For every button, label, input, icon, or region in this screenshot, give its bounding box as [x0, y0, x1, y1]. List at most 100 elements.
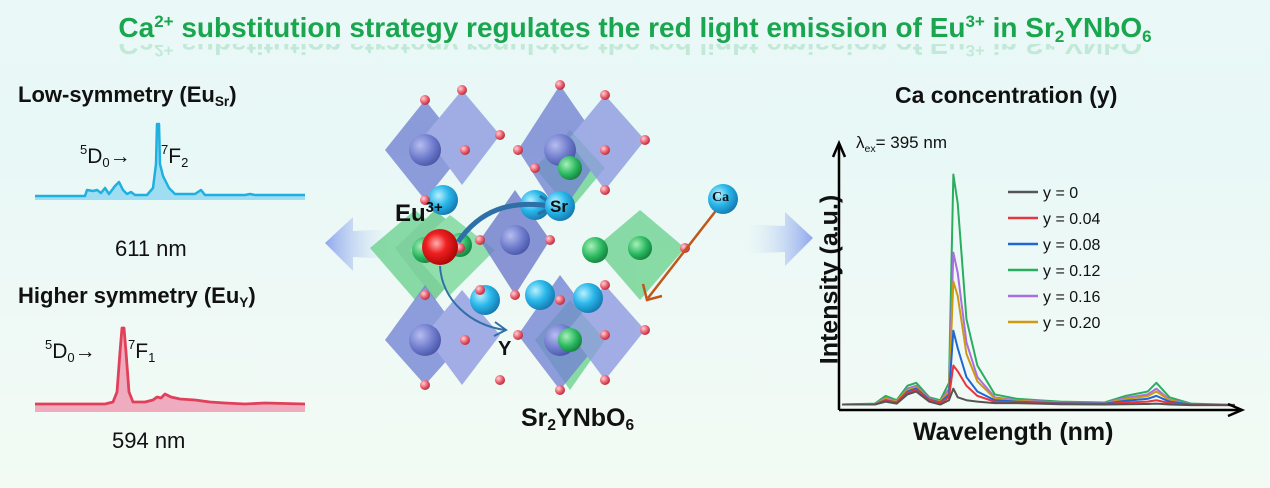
title-text-ca: Ca	[118, 12, 155, 43]
eu-to-y-arrow	[439, 265, 506, 331]
chart-title: Ca concentration (y)	[895, 82, 1118, 108]
low-symmetry-spectrum	[35, 122, 305, 200]
transition-label-f2: 5D0→	[80, 142, 131, 170]
nb-atom	[558, 328, 582, 352]
reflect-text: Ca	[118, 44, 155, 60]
sub: 1	[148, 350, 156, 365]
title-sup: 3+	[965, 12, 985, 31]
title-text-mid: substitution strategy regulates the red …	[173, 12, 966, 43]
reflect-text: 2+	[154, 44, 174, 60]
ex-value: = 395 nm	[875, 133, 947, 152]
sr-atom	[573, 283, 603, 313]
sr-highlight-atom	[545, 191, 575, 221]
arrowhead	[641, 283, 663, 302]
heading-close: )	[229, 82, 237, 107]
excitation-annotation: λex= 395 nm	[856, 133, 947, 155]
eu-label: Eu3+	[395, 200, 443, 228]
title-sub: 2	[1054, 27, 1065, 46]
sr-atom	[525, 280, 555, 310]
heading-text: Low-symmetry (Eu	[18, 82, 215, 107]
wavelength-611: 611 nm	[115, 236, 187, 261]
title-sup: 2+	[154, 12, 174, 31]
legend-label: y = 0.08	[1043, 237, 1100, 254]
transition-label-f1: 5D0→	[45, 337, 96, 365]
ex-sub: ex	[864, 143, 876, 155]
reflect-text: substitution strategy regulates the red …	[173, 44, 966, 60]
page-title: Ca2+ substitution strategy regulates the…	[0, 12, 1270, 46]
x-axis-arrowhead	[1227, 402, 1246, 418]
nb-atom	[582, 237, 608, 263]
sup: 7	[128, 337, 136, 352]
sub: 0	[67, 350, 75, 365]
series-line-y-0-12	[841, 173, 1236, 406]
sup: 7	[161, 142, 169, 157]
formula-sub: 6	[625, 417, 635, 434]
y-label: Y	[498, 338, 512, 360]
eu-sup: 3+	[425, 200, 443, 216]
higher-symmetry-heading: Higher symmetry (EuY)	[18, 283, 256, 309]
series-line-y-0	[842, 387, 1235, 407]
formula-sub: 2	[547, 417, 557, 434]
heading-close: )	[248, 283, 256, 308]
sup: 5	[45, 337, 53, 352]
y-atom	[500, 225, 530, 255]
legend-label: y = 0	[1043, 185, 1078, 202]
legend-label: y = 0.12	[1043, 263, 1100, 280]
eu-to-sr-arrow	[455, 201, 551, 244]
eu-atom	[422, 229, 458, 265]
formula-label: Sr2YNbO6	[521, 404, 634, 433]
series-line-y-0-04	[842, 364, 1236, 407]
legend-label: y = 0.16	[1043, 289, 1100, 306]
level: F	[135, 340, 149, 363]
wavelength-594: 594 nm	[112, 428, 186, 453]
nb-atom	[558, 156, 582, 180]
title-text: in Sr	[984, 12, 1055, 43]
level: F	[168, 145, 182, 168]
series-line-y-0-20	[841, 280, 1236, 407]
substitution-arrows	[422, 184, 738, 337]
arrow-icon: →	[74, 340, 96, 363]
arrow-icon: →	[109, 145, 131, 168]
reflect-text: 3+	[965, 44, 985, 60]
heading-sub: Sr	[214, 94, 230, 109]
low-symmetry-heading: Low-symmetry (EuSr)	[18, 82, 237, 108]
reflect-text: 2	[1055, 44, 1064, 45]
x-axis-label: Wavelength (nm)	[913, 418, 1114, 446]
sup: 5	[80, 142, 88, 157]
legend-label: y = 0.20	[1043, 315, 1100, 332]
formula-b: YNbO	[556, 404, 626, 432]
lambda: λ	[856, 133, 865, 152]
spectrum-fill	[35, 328, 305, 412]
legend-label: y = 0.04	[1043, 211, 1100, 228]
sub: 0	[102, 155, 110, 170]
reflect-text: in Sr	[984, 44, 1055, 60]
transition-label-f2-lower: 7F2	[161, 142, 189, 170]
reflect-text: 6	[1142, 44, 1151, 45]
title-text: YNbO	[1064, 12, 1143, 43]
heading-sub: Y	[239, 295, 249, 310]
level: D	[52, 340, 68, 363]
sr-atom	[428, 185, 458, 215]
crystal-structure	[370, 80, 690, 395]
y-atom	[409, 134, 441, 166]
higher-symmetry-spectrum	[35, 326, 306, 412]
y-atom	[409, 324, 441, 356]
arrowhead	[493, 321, 508, 337]
ca-label: Ca	[712, 190, 730, 205]
ca-atom	[708, 184, 738, 214]
spectrum-line	[35, 326, 306, 406]
emission-chart: y = 0 y = 0.04 y = 0.08 y = 0.12 y = 0.16 y =…	[831, 139, 1246, 418]
transition-label-f1-lower: 7F1	[128, 337, 156, 365]
reflect-text: YNbO	[1064, 44, 1143, 60]
heading-text: Higher symmetry (Eu	[18, 283, 240, 308]
spectrum-line	[35, 122, 305, 198]
title-sub: 6	[1142, 27, 1152, 46]
nb-atom	[628, 236, 652, 260]
eu-text: Eu	[395, 200, 426, 227]
level: D	[87, 145, 103, 168]
right-arrow-icon	[741, 212, 813, 266]
ca-arrow	[647, 207, 719, 299]
series-line-y-0-16	[841, 251, 1236, 407]
sub: 2	[181, 155, 189, 170]
title-reflection: Ca2+ substitution strategy regulates the…	[0, 44, 1270, 60]
